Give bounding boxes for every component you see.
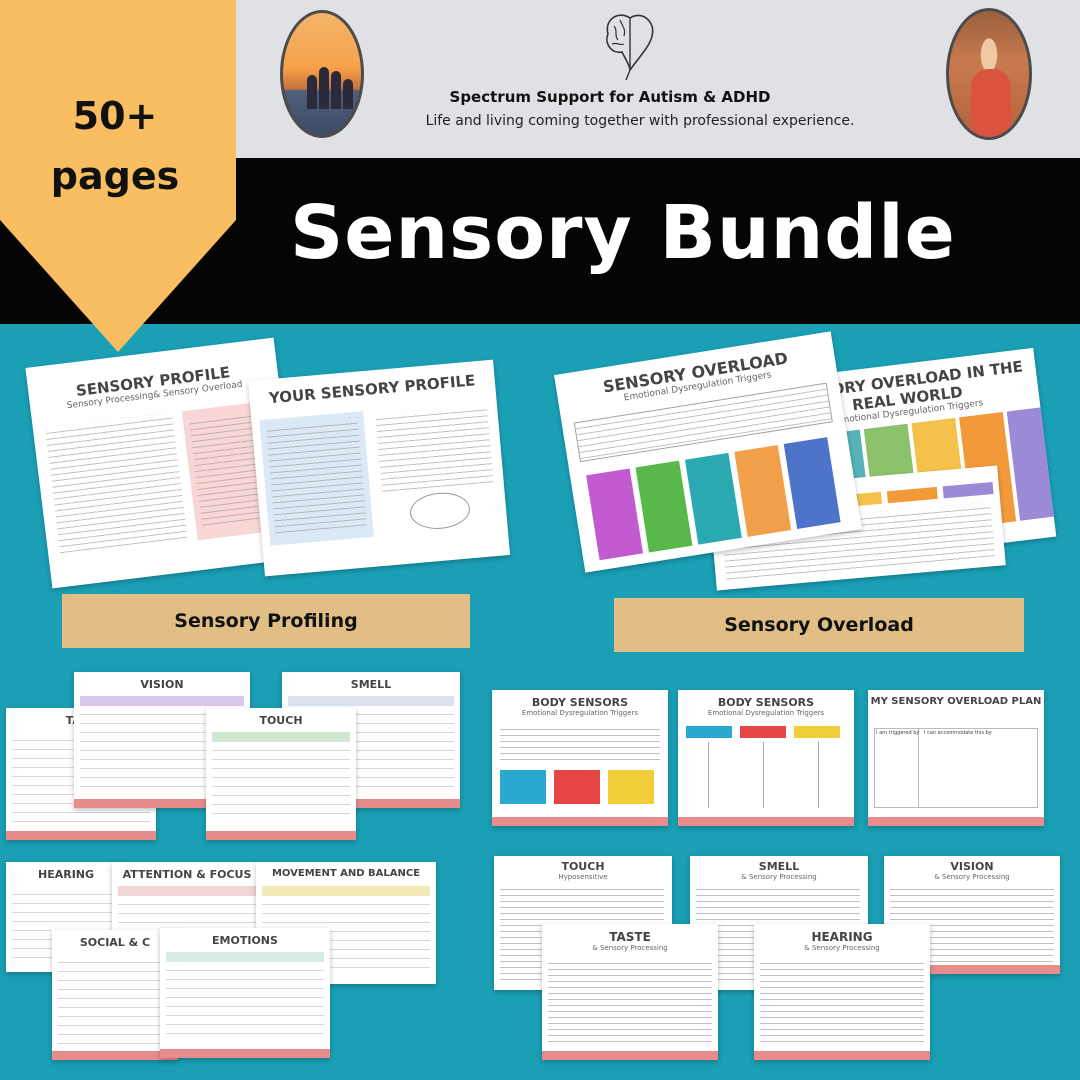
section-label-profiling: Sensory Profiling [62, 594, 470, 648]
preview-taste-processing: TASTE & Sensory Processing [542, 924, 718, 1060]
brain-heart-logo-icon [606, 14, 654, 81]
main-title: Sensory Bundle [290, 190, 956, 276]
pages-badge-text: 50+ pages [50, 94, 180, 198]
preview-body-sensors-2: BODY SENSORS Emotional Dysregulation Tri… [678, 690, 854, 826]
worksheet-emotions: EMOTIONS [160, 928, 330, 1058]
brand-title: Spectrum Support for Autism & ADHD [449, 88, 771, 106]
preview-your-sensory-profile: YOUR SENSORY PROFILE [247, 359, 511, 577]
preview-body-sensors-1: BODY SENSORS Emotional Dysregulation Tri… [492, 690, 668, 826]
worksheet-social: SOCIAL & C [52, 930, 178, 1060]
preview-overload-plan: MY SENSORY OVERLOAD PLAN I am triggered … [868, 690, 1044, 826]
section-label-overload: Sensory Overload [614, 598, 1024, 652]
portrait-photo [946, 8, 1032, 140]
worksheet-touch: TOUCH [206, 708, 356, 840]
brand-tagline: Life and living coming together with pro… [425, 113, 855, 129]
pages-badge [0, 0, 236, 352]
family-photo [280, 10, 364, 138]
preview-hearing-processing: HEARING & Sensory Processing [754, 924, 930, 1060]
